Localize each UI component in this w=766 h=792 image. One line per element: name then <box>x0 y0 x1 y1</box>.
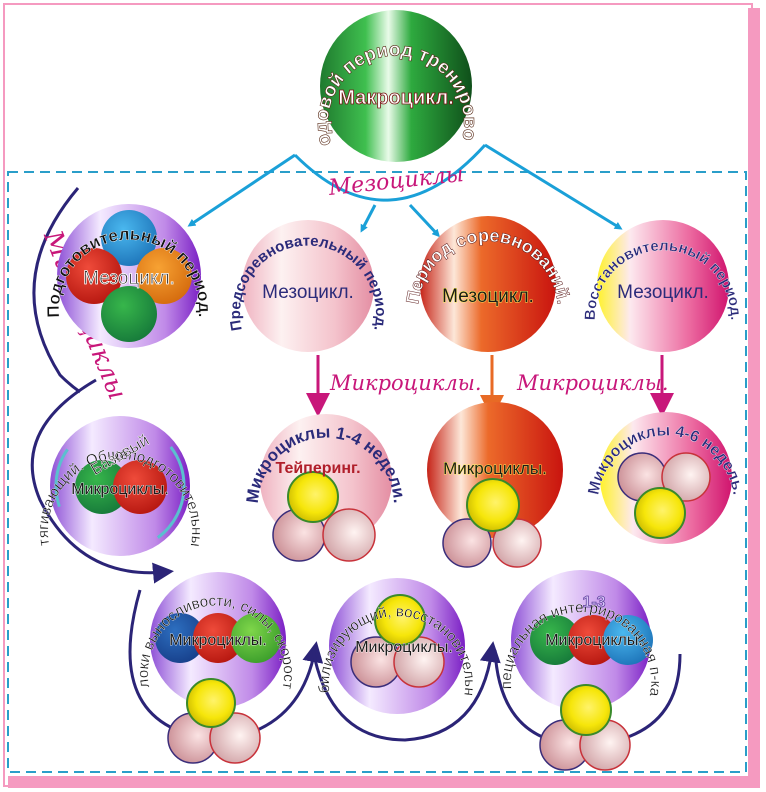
blue-ball <box>101 210 157 266</box>
green-ball <box>75 460 129 514</box>
macro-center-label: Макроцикл. <box>338 87 454 109</box>
period-node-precompetitive: Предсоревновательный период. Мезоцикл. <box>227 220 389 352</box>
bottom-center-label: Микроциклы. <box>355 639 453 656</box>
mesocycle-arrows <box>187 143 623 238</box>
green-ball <box>101 286 157 342</box>
arrow-to-precompetitive <box>360 204 377 233</box>
micro-center-label: Тейперинг. <box>275 460 360 477</box>
frame-right-bar <box>748 8 760 788</box>
arrow-label-microcycles: Микроциклы. <box>516 371 669 395</box>
red-ball <box>113 460 167 514</box>
microcycle-arrows <box>306 355 674 419</box>
loop-arrow <box>311 641 501 742</box>
red-ball <box>193 613 243 663</box>
navy-ball <box>155 613 205 663</box>
yellow-ball <box>374 594 426 646</box>
micro-center-label: Микроциклы. <box>443 459 547 478</box>
lime-ball <box>231 613 281 663</box>
red-ball <box>66 248 122 304</box>
period-node-recovery: Восстановительный период. Мезоцикл. <box>582 220 744 352</box>
green-ball <box>530 615 580 665</box>
bottom-top-label: 1-3 <box>582 594 605 611</box>
yellow-ball <box>560 684 612 736</box>
micro-node-tapering: Микроциклы 1-4 недели. Тейперинг. <box>243 414 409 562</box>
period-node-preparatory: Подготовительный период. Мезоцикл. <box>44 204 214 348</box>
micro-node-competition: Микроциклы. <box>427 402 563 568</box>
blue-ball <box>603 615 653 665</box>
rose-ball <box>322 508 376 562</box>
yellow-ball <box>466 478 520 532</box>
teal-accent-ring <box>54 420 186 552</box>
yellow-ball <box>634 487 686 539</box>
period-center-label: Мезоцикл. <box>262 282 354 303</box>
orange-ball <box>136 248 192 304</box>
dashed-inner-frame <box>7 171 747 773</box>
bottom-center-label: Микроциклы. <box>169 632 267 649</box>
arrow-to-competition <box>408 203 441 238</box>
yellow-ball <box>186 678 236 728</box>
mesocycle-bracket <box>293 143 487 202</box>
period-center-label: Мезоцикл. <box>442 286 534 307</box>
loop-arrow <box>30 378 174 584</box>
yellow-ball <box>287 471 339 523</box>
rose-ball <box>661 452 711 502</box>
rose-ball <box>442 518 492 568</box>
period-center-label: Мезоцикл. <box>617 282 709 303</box>
arrow-to-preparatory <box>187 153 296 227</box>
rose-ball <box>492 518 542 568</box>
arrow-to-recovery <box>484 143 623 230</box>
period-center-label: Мезоцикл. <box>83 268 175 289</box>
arrow-label-microcycles: Микроциклы. <box>329 371 482 395</box>
base-center-label: Микроциклы. <box>71 481 169 498</box>
red-ball <box>568 615 618 665</box>
micro-node-recovery: Микроциклы 4-6 недель. <box>585 412 747 544</box>
bottom-center-label: Микроциклы. <box>545 632 643 649</box>
frame-bottom-bar <box>8 776 760 788</box>
rose-ball <box>209 712 261 764</box>
